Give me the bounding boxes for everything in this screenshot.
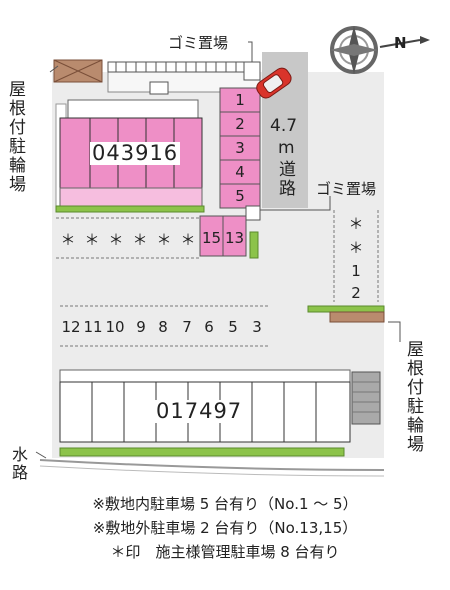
waterway-label: 水路 [9,446,28,482]
garbage-top-label: ゴミ置場 [168,34,229,52]
north-indicator: N [394,34,407,52]
internal-parking [219,87,261,209]
compass-icon [330,26,430,74]
middle-slot: 3 [252,318,262,336]
garbage-mid-label: ゴミ置場 [316,180,377,198]
road-label: 道路 [275,160,295,198]
north-building-id: 043916 [90,141,181,166]
middle-slot: 11 [83,318,103,336]
road-width: 4.7 [270,116,298,136]
right-slot: 2 [351,284,361,302]
reserved-slot: ＊ [108,230,124,249]
reserved-slot: ＊ [180,230,196,249]
bike-shed-right-label: 屋根付駐輪場 [403,340,423,454]
parking-slot-1: 1 [235,91,245,109]
parking-slot-5: 5 [235,187,245,205]
middle-slot: 10 [105,318,125,336]
reserved-slot: ＊ [84,230,100,249]
middle-slot: 6 [204,318,214,336]
note-external: ※敷地外駐車場 2 台有り（No.13,15） [92,519,358,537]
note-owner: ＊印 施主様管理駐車場 8 台有り [110,543,340,561]
parking-slot-4: 4 [235,163,245,181]
middle-slot: 9 [136,318,146,336]
reserved-slot: ＊ [60,230,76,249]
middle-slot: 7 [182,318,192,336]
middle-slot: 5 [228,318,238,336]
reserved-slot: ＊ [156,230,172,249]
right-slot: ＊ [348,238,364,257]
bike-shed-left-label: 屋根付駐輪場 [5,80,25,194]
note-internal: ※敷地内駐車場 5 台有り（No.1 〜 5） [92,495,358,513]
parking-slot-2: 2 [235,115,245,133]
south-building-id: 017497 [154,399,245,424]
parking-slot-15: 15 [201,229,222,247]
middle-slot: 8 [158,318,168,336]
reserved-slot: ＊ [132,230,148,249]
parking-slot-13: 13 [224,229,245,247]
notes: ※敷地内駐車場 5 台有り（No.1 〜 5） ※敷地外駐車場 2 台有り（No… [0,492,450,564]
parking-slot-3: 3 [235,139,245,157]
right-slot: 1 [351,262,361,280]
right-slot: ＊ [348,214,364,233]
road-unit: m [278,138,295,158]
car-icon [256,67,292,99]
middle-slot: 12 [61,318,81,336]
